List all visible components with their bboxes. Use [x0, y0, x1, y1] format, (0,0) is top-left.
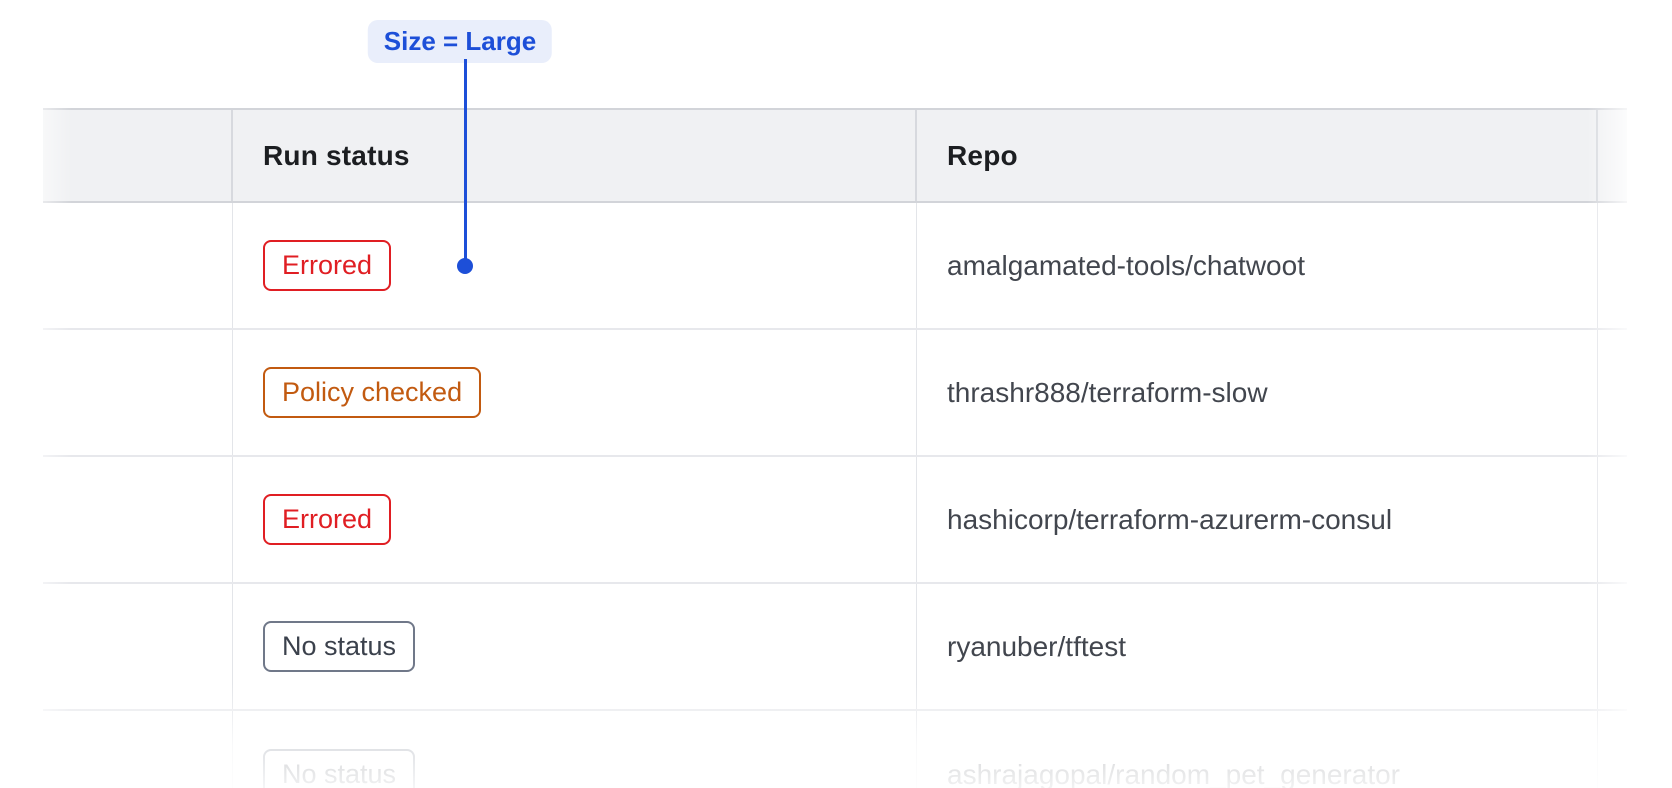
row-cell-repo: amalgamated-tools/chatwoot — [917, 203, 1598, 328]
row-cell-empty-right — [1598, 203, 1627, 328]
row-cell-empty-right — [1598, 330, 1627, 455]
row-cell-empty-left — [43, 457, 233, 582]
row-cell-empty-left — [43, 330, 233, 455]
repo-name: ryanuber/tftest — [947, 630, 1126, 662]
run-status-badge: No status — [263, 621, 416, 672]
row-cell-empty-right — [1598, 584, 1627, 709]
row-cell-empty-right — [1598, 457, 1627, 582]
run-status-column-header: Run status — [263, 139, 410, 171]
table-row[interactable]: Errored hashicorp/terraform-azurerm-consu… — [43, 457, 1627, 584]
run-status-badge: No status — [263, 749, 416, 788]
table-row[interactable]: No status ryanuber/tftest — [43, 584, 1627, 711]
header-cell-repo: Repo — [917, 110, 1598, 201]
row-cell-repo: hashicorp/terraform-azurerm-consul — [917, 457, 1598, 582]
row-cell-empty-right — [1598, 711, 1627, 788]
repo-name: ashrajagopal/random_pet_generator — [947, 758, 1400, 788]
row-cell-run-status: Errored — [233, 457, 917, 582]
header-cell-empty-left — [43, 110, 233, 201]
row-cell-repo: ryanuber/tftest — [917, 584, 1598, 709]
annotation-pointer-dot — [457, 258, 473, 274]
run-status-badge: Policy checked — [263, 367, 482, 418]
header-cell-run-status: Run status — [233, 110, 917, 201]
header-cell-empty-right — [1598, 110, 1627, 201]
repo-name: thrashr888/terraform-slow — [947, 376, 1268, 408]
repo-name: hashicorp/terraform-azurerm-consul — [947, 503, 1393, 535]
row-cell-run-status: Policy checked — [233, 330, 917, 455]
row-cell-empty-left — [43, 711, 233, 788]
row-cell-repo: thrashr888/terraform-slow — [917, 330, 1598, 455]
row-cell-run-status: No status — [233, 584, 917, 709]
repo-column-header: Repo — [947, 139, 1018, 171]
table-row[interactable]: Policy checked thrashr888/terraform-slow — [43, 330, 1627, 457]
repo-name: amalgamated-tools/chatwoot — [947, 249, 1305, 281]
row-cell-empty-left — [43, 203, 233, 328]
table-header-row: Run status Repo — [43, 108, 1627, 203]
row-cell-repo: ashrajagopal/random_pet_generator — [917, 711, 1598, 788]
table-row[interactable]: No status ashrajagopal/random_pet_generat… — [43, 711, 1627, 788]
row-cell-run-status: No status — [233, 711, 917, 788]
table-row[interactable]: Errored amalgamated-tools/chatwoot — [43, 203, 1627, 330]
runs-table: Run status Repo Errored amalgamated-tools… — [43, 108, 1627, 788]
row-cell-run-status: Errored — [233, 203, 917, 328]
row-cell-empty-left — [43, 584, 233, 709]
size-large-annotation-pill: Size = Large — [367, 20, 553, 63]
annotation-pointer-line — [463, 59, 467, 260]
run-status-badge: Errored — [263, 494, 392, 545]
run-status-badge: Errored — [263, 240, 392, 291]
